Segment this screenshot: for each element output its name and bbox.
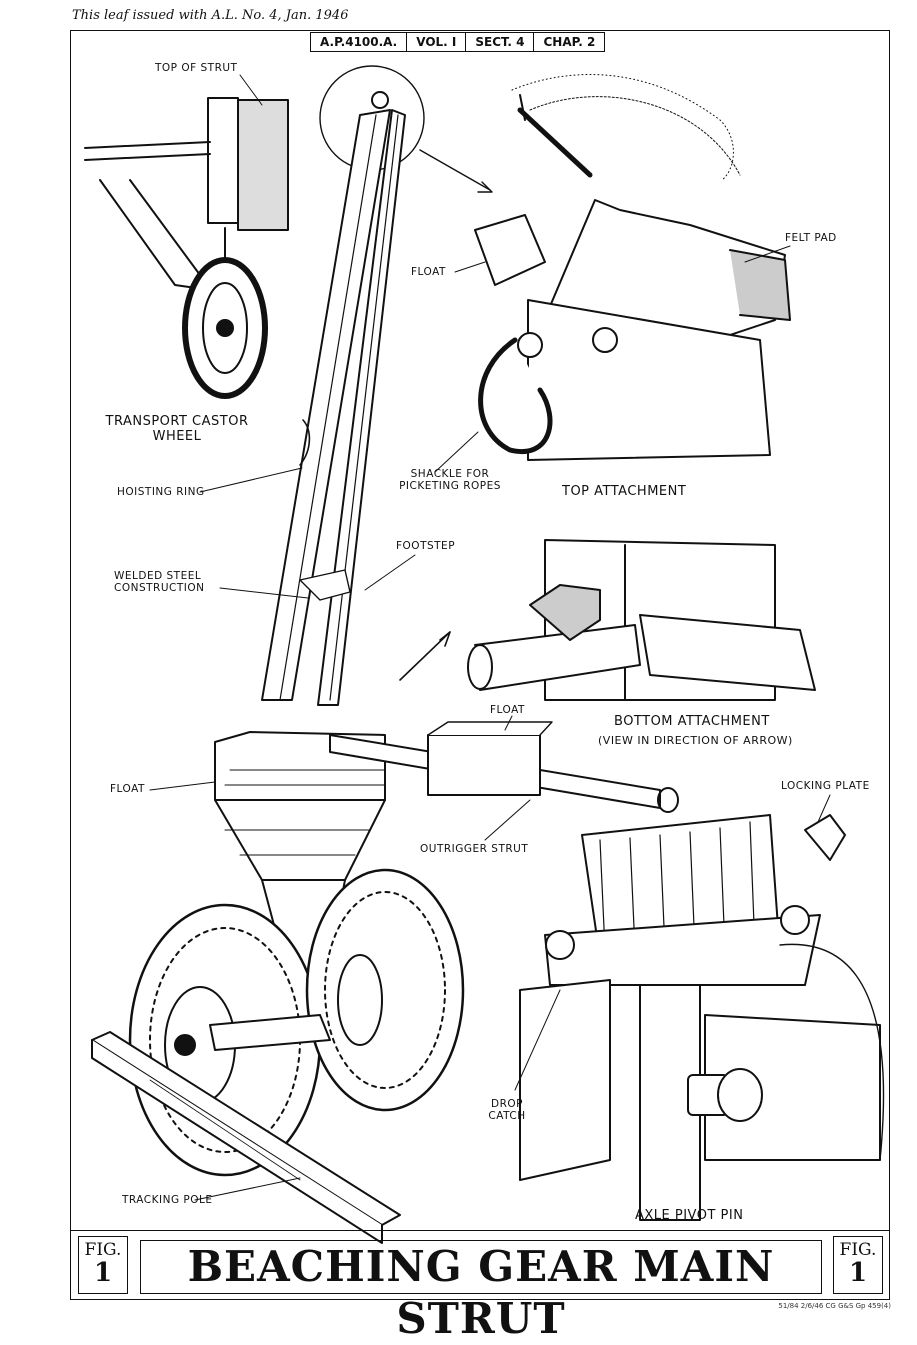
ref-volume: VOL. I [407, 33, 467, 51]
title-bar [70, 1230, 890, 1301]
label-outrigger-strut: OUTRIGGER STRUT [420, 843, 529, 855]
top-attachment-drawing [474, 94, 791, 461]
label-hoisting-ring: HOISTING RING [117, 486, 205, 498]
label-axle-pivot-pin: AXLE PIVOT PIN [635, 1208, 744, 1223]
fig-word-left: FIG. [84, 1240, 122, 1260]
drawing-frame [70, 30, 890, 1300]
label-welded-line1: WELDED STEEL [114, 570, 202, 582]
outrigger-strut-drawing [329, 721, 679, 813]
bottom-attachment-drawing [399, 539, 816, 701]
footer-print-note: 51/84 2/6/46 CG G&S Gp 459(4) [778, 1302, 891, 1310]
label-transport-castor-line2: WHEEL [152, 429, 202, 444]
technical-illustration [84, 65, 885, 1244]
label-drop-catch: DROP CATCH [484, 1098, 530, 1122]
figure-title: BEACHING GEAR MAIN STRUT [140, 1240, 822, 1343]
lanyard-chain [511, 74, 734, 181]
label-float-left: FLOAT [110, 783, 145, 795]
ref-chapter: CHAP. 2 [543, 35, 596, 49]
label-top-attachment: TOP ATTACHMENT [562, 484, 687, 499]
ref-ap-number: A.P.4100.A. [311, 33, 408, 51]
leader-lines [149, 74, 831, 1201]
fig-word-right: FIG. [839, 1240, 877, 1260]
fig-number-left: 1 [93, 1258, 113, 1288]
label-view-direction: (VIEW IN DIRECTION OF ARROW) [598, 734, 793, 747]
fig-number-right: 1 [848, 1258, 868, 1288]
label-transport-castor-wheel: TRANSPORT CASTOR WHEEL [92, 414, 262, 444]
label-transport-castor-line1: TRANSPORT CASTOR [105, 414, 249, 429]
transport-castor-wheel-drawing [84, 97, 289, 399]
reference-box: A.P.4100.A. VOL. I SECT. 4 CHAP. 2 [310, 32, 606, 52]
label-welded-line2: CONSTRUCTION [114, 582, 205, 594]
label-footstep: FOOTSTEP [396, 540, 456, 552]
label-welded-steel: WELDED STEEL CONSTRUCTION [114, 570, 204, 594]
label-tracking-pole: TRACKING POLE [122, 1194, 213, 1206]
wheel-assembly-drawing [128, 868, 465, 1177]
fig-box-right: FIG. 1 [833, 1236, 883, 1294]
main-strut-drawing [261, 91, 406, 706]
label-float-middle: FLOAT [490, 704, 525, 716]
label-shackle-line2: PICKETING ROPES [399, 480, 501, 492]
label-top-of-strut: TOP OF STRUT [155, 62, 238, 74]
label-shackle: SHACKLE FOR PICKETING ROPES [390, 468, 510, 492]
fig-box-left: FIG. 1 [78, 1236, 128, 1294]
label-bottom-attachment: BOTTOM ATTACHMENT [614, 714, 770, 729]
label-shackle-line1: SHACKLE FOR [410, 468, 490, 480]
tracking-pole-drawing [91, 1031, 401, 1244]
axle-pivot-pin-drawing [519, 814, 885, 1221]
label-drop-catch-line1: DROP [491, 1098, 523, 1110]
label-drop-catch-line2: CATCH [488, 1110, 526, 1122]
issued-note: This leaf issued with A.L. No. 4, Jan. 1… [72, 8, 349, 23]
label-locking-plate: LOCKING PLATE [781, 780, 870, 792]
label-felt-pad: FELT PAD [785, 232, 837, 244]
ref-section: SECT. 4 [466, 33, 535, 51]
label-float-top: FLOAT [411, 266, 446, 278]
